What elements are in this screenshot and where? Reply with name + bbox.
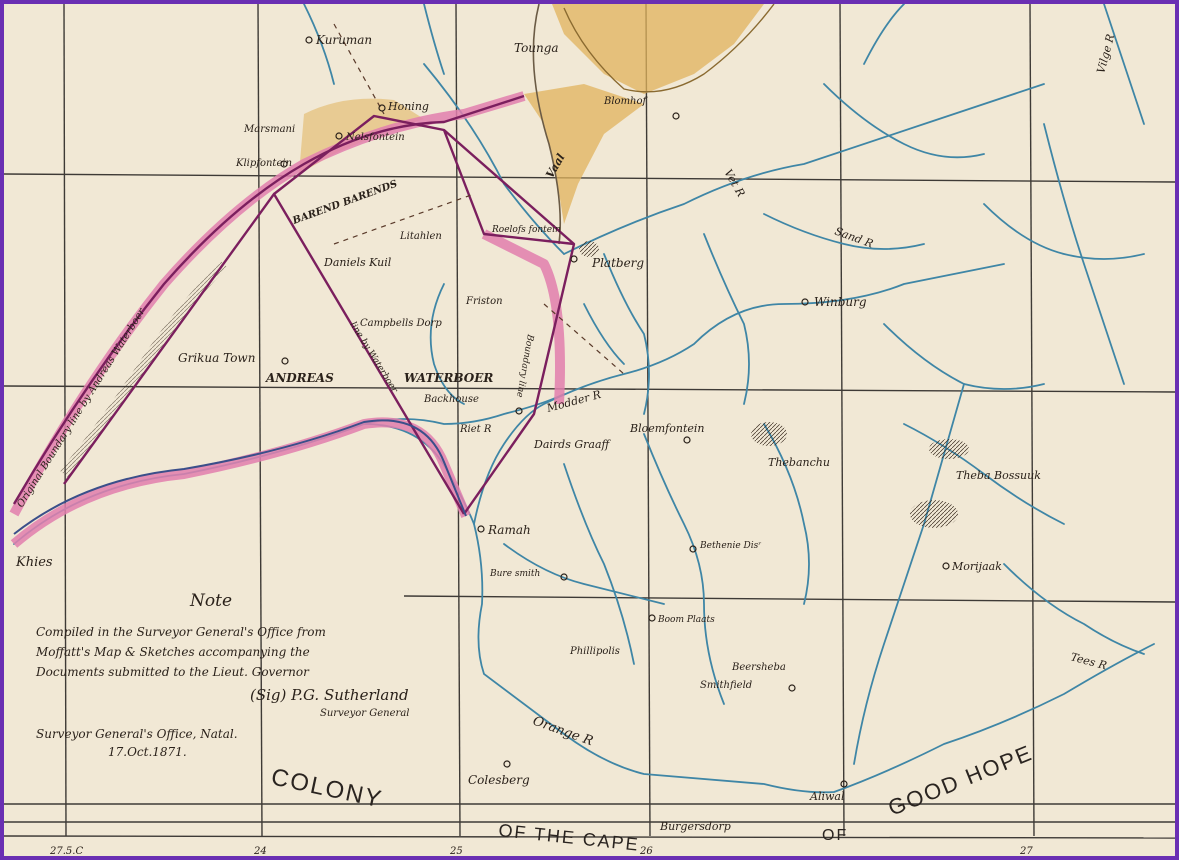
label-dairds-graaff: Dairds Graaff [533, 438, 611, 451]
label-bethenie: Bethenie Disʳ [699, 541, 761, 551]
note-line-1: Compiled in the Surveyor General's Offic… [36, 625, 326, 639]
label-barend-barends: BAREND BARENDS [290, 179, 399, 228]
label-colesberg: Colesberg [468, 773, 530, 787]
label-litahlen: Litahlen [399, 231, 442, 242]
label-vilge-r: Vilge R [1094, 33, 1117, 75]
label-kuruman: Kuruman [315, 33, 372, 47]
colony-word-2: OF THE CAPE [498, 820, 641, 855]
note-signature: (Sig) P.G. Sutherland [250, 686, 409, 704]
boundary-lines [12, 94, 576, 535]
blue-border [13, 419, 467, 535]
label-morijaak: Morijaak [951, 560, 1002, 573]
label-boom-plaats: Boom Plaats [657, 615, 715, 625]
label-daniels-kuil: Daniels Kuil [323, 256, 392, 269]
label-winburg: Winburg [814, 295, 867, 309]
grid-line [4, 173, 1175, 183]
label-grikua-town: Grikua Town [178, 351, 255, 365]
label-backhouse: Backhouse [423, 394, 479, 405]
label-honing: Honing [387, 100, 429, 113]
note-line-3: Documents submitted to the Lieut. Govern… [35, 665, 310, 679]
longitude-ticks: 27.5.C 24 25 26 27 [49, 846, 1033, 856]
label-bure-smith: Bure smith [489, 569, 540, 579]
label-roelofs-fontein: Roelofs fontein [491, 225, 561, 235]
label-thebanchu: Thebanchu [768, 456, 830, 469]
vet-river [563, 83, 1045, 255]
label-platberg: Platberg [591, 256, 644, 270]
label-waterboer-line: line by Waterboer [347, 320, 399, 395]
grid-line [645, 4, 651, 837]
label-tees-r: Tees R [1069, 650, 1108, 672]
modder-river [473, 263, 1005, 525]
compiler-note: Note Compiled in the Surveyor General's … [35, 591, 409, 759]
label-orange-r: Orange R [531, 714, 595, 750]
label-phillipolis: Phillipolis [569, 646, 620, 657]
grid-line [1029, 4, 1035, 837]
colony-word-1: COLONY [269, 763, 385, 813]
label-marsmani: Marsmani [243, 124, 295, 135]
colony-word-3: OF [822, 827, 848, 844]
label-blomhof: Blomhof [603, 96, 649, 107]
sand-river [763, 213, 925, 250]
label-aliwal: Aliwal [809, 790, 845, 803]
label-ramah: Ramah [487, 523, 531, 537]
label-modder-r: Modder R [544, 388, 602, 415]
label-khies: Khies [15, 555, 53, 570]
waterboer-original-line [12, 94, 525, 505]
town-markers [280, 36, 950, 788]
tick-label: 27 [1019, 846, 1033, 856]
tick-label: 27.5.C [49, 846, 83, 856]
tick-label: 26 [639, 846, 653, 856]
label-nelsfontein: Nelsfontein [345, 132, 405, 143]
label-tounga: Tounga [514, 41, 559, 55]
grid-line [257, 4, 263, 837]
label-smithfield: Smithfield [700, 680, 752, 691]
label-riet-r: Riet R [459, 424, 492, 435]
label-klipfontein: Klipfontein [235, 158, 292, 169]
label-beersheba: Beersheba [731, 662, 786, 673]
note-title: Surveyor General [320, 708, 409, 719]
note-office: Surveyor General's Office, Natal. [36, 727, 238, 741]
label-waterboer: WATERBOER [404, 371, 493, 385]
grid-line [839, 4, 845, 837]
label-bloemfontein: Bloemfontein [629, 422, 704, 435]
vaal-ridge [532, 4, 562, 245]
historical-map: Kuruman Tounga Honing Blomhof Marsmani N… [4, 4, 1175, 856]
tick-label: 25 [449, 846, 463, 856]
label-burgersdorp: Burgersdorp [659, 820, 731, 833]
rivers [13, 4, 1155, 794]
ochre-vaal-strip [524, 4, 764, 224]
label-friston: Friston [465, 296, 503, 307]
grid-line [4, 835, 1175, 839]
note-date: 17.Oct.1871. [108, 745, 187, 759]
label-vet-r: Vet R [721, 167, 747, 199]
tick-label: 24 [253, 846, 267, 856]
label-theba-bossuuk: Theba Bossuuk [956, 469, 1041, 482]
colony-word-4: GOOD HOPE [885, 740, 1037, 821]
label-campbells-dorp: Campbells Dorp [360, 318, 442, 329]
label-andreas: ANDREAS [265, 371, 334, 385]
note-line-2: Moffatt's Map & Sketches accompanying th… [35, 645, 310, 659]
grid-line [455, 4, 461, 837]
place-labels: Kuruman Tounga Honing Blomhof Marsmani N… [15, 33, 1041, 833]
grid-line [4, 385, 1175, 393]
grid-line [403, 595, 1175, 603]
note-heading: Note [189, 591, 232, 611]
hills [60, 241, 969, 528]
